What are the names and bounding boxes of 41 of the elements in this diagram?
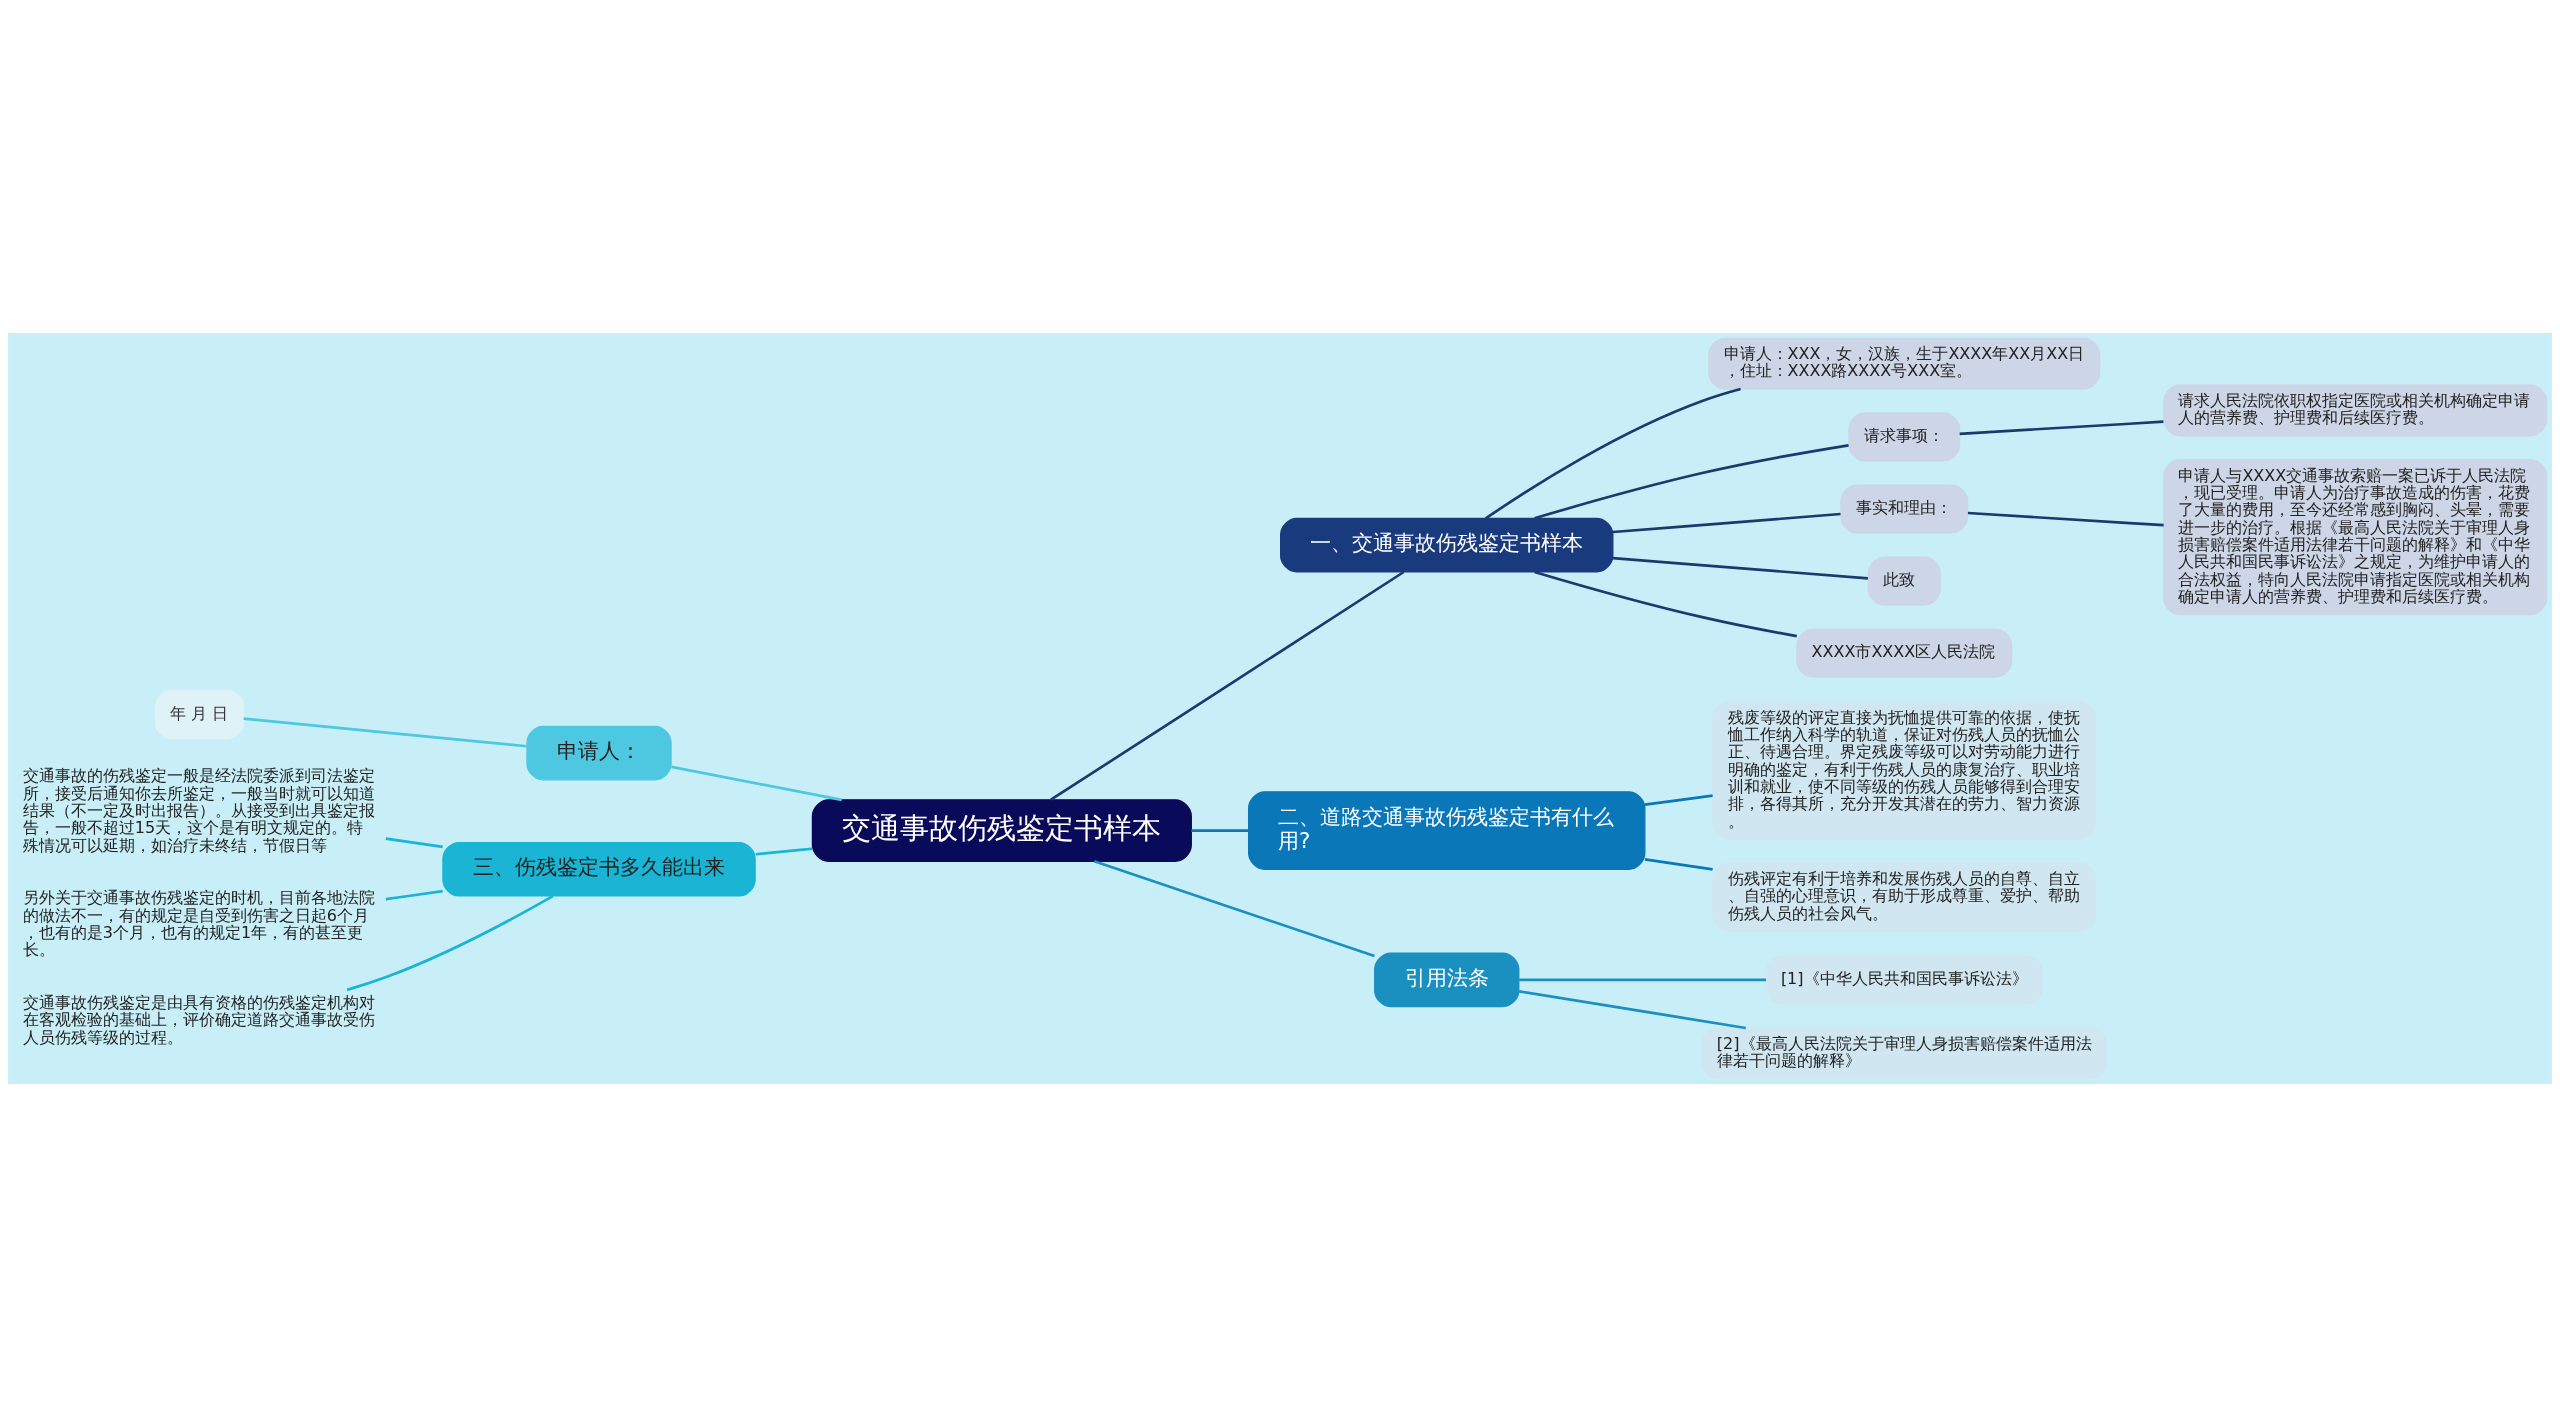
connector [1612, 512, 1841, 533]
node-text: 另外关于交通事故伤残鉴定的时机，目前各地法院的做法不一，有的规定是自受到伤害之日起6个月，也有的是3个月，也有的规定1年，有的甚至更长。 [22, 887, 375, 959]
node-box: 伤残评定有利于培养和发展伤残人员的自尊、自立、自强的心理意识，有助于形成尊重、爱护、帮助伤残人员的社会风气。 [1712, 862, 2097, 932]
connector [1959, 419, 2164, 435]
connector [243, 716, 527, 748]
node-box: 请求人民法院依职权指定医院或相关机构确定申请人的营养费、护理费和后续医疗费。 [2163, 383, 2548, 436]
node-box: 年 月 日 [154, 689, 245, 739]
node-box: 三、伤残鉴定书多久能出来 [442, 841, 756, 897]
connector [1534, 570, 1798, 637]
connector [1093, 859, 1375, 957]
connector [1485, 387, 1741, 519]
node-box: XXXX市XXXX区人民法院 [1796, 627, 2013, 678]
node-box: 申请人与XXXX交通事故索赔一案已诉于人民法院，现已受理。申请人为治疗事故造成的伤害，花费了大量的费用，至今还经常感到胸闷、头晕，需要进一步的治疗。根据《最高人民法院关于审理人身损害赔偿案件适用法律若干问题的解释》和《中华人民共和国民事诉讼法》之规定，为维护申请人的合法权益，特向人民法院申请指定医院或相关机构确定申请人的营养费、护理费和后续医疗费。 [2163, 458, 2548, 615]
connector [1967, 511, 2164, 527]
connector [755, 846, 813, 856]
connector [1644, 857, 1713, 871]
node-box: 申请人：XXX，女，汉族，生于XXXX年XX月XX日，住址：XXXX路XXXX号XXX室。 [1708, 337, 2101, 390]
node-box: 事实和理由： [1840, 483, 1969, 534]
node-box: 申请人： [526, 725, 672, 781]
connector [1050, 570, 1405, 801]
connector [385, 836, 443, 848]
node-box: 此致 [1867, 555, 1941, 606]
node-text: 交通事故的伤残鉴定一般是经法院委派到司法鉴定所，接受后通知你去所鉴定，一般当时就可以知道结果（不一定及时出报告）。从接受到出具鉴定报告，一般不超过15天，这个是有明文规定的。特殊情况可以延期，如治疗未终结，节假日等 [22, 765, 375, 855]
node-box: 请求事项： [1848, 411, 1961, 462]
node-box: 交通事故伤残鉴定书样本 [811, 798, 1192, 862]
node-box: [2]《最高人民法院关于审理人身损害赔偿案件适用法律若干问题的解释》 [1701, 1026, 2108, 1079]
connector [1519, 978, 1766, 981]
node-box: 二、道路交通事故伤残鉴定书有什么用? [1248, 790, 1646, 870]
node-box: 引用法条 [1374, 952, 1520, 1007]
node-box: 残废等级的评定直接为抚恤提供可靠的依据，使抚恤工作纳入科学的轨道，保证对伤残人员的抚恤公正、待遇合理。界定残废等级可以对劳动能力进行明确的鉴定，有利于伤残人员的康复治疗、职业培训和就业，使不同等级的伤残人员能够得到合理安排，各得其所，充分开发其潜在的劳力、智力资源。 [1712, 700, 2097, 840]
connector [1644, 793, 1713, 806]
connector [1518, 989, 1746, 1029]
connector [346, 894, 554, 991]
connector [1612, 556, 1868, 580]
connector [1534, 443, 1849, 520]
node-box: 一、交通事故伤残鉴定书样本 [1280, 517, 1614, 572]
connector [385, 889, 443, 900]
connector [671, 765, 843, 801]
node-text: 交通事故伤残鉴定是由具有资格的伤残鉴定机构对在客观检验的基础上，评价确定道路交通事故受伤人员伤残等级的过程。 [22, 992, 375, 1047]
node-box: [1]《中华人民共和国民事诉讼法》 [1765, 954, 2043, 1005]
connector [1191, 828, 1249, 832]
